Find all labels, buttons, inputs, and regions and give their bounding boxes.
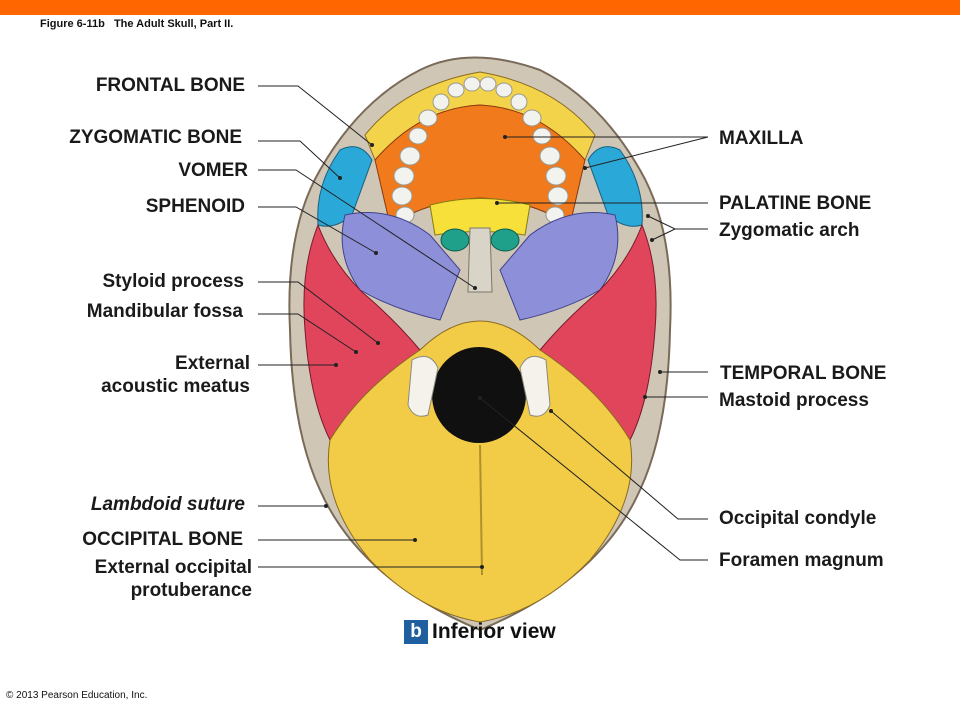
label-zygomatic-arch: Zygomatic arch bbox=[719, 220, 860, 241]
teeth-row bbox=[391, 76, 569, 224]
occipital-condyle-left bbox=[407, 355, 439, 417]
label-sphenoid: SPHENOID bbox=[145, 196, 245, 217]
external-occipital-crest bbox=[479, 444, 483, 576]
copyright-notice: © 2013 Pearson Education, Inc. bbox=[6, 690, 148, 701]
label-mastoid-process: Mastoid process bbox=[719, 390, 869, 411]
label-external-occipital-protuberance: External occipital protuberance bbox=[94, 557, 252, 601]
label-maxilla: MAXILLA bbox=[719, 128, 804, 149]
vomer-region bbox=[467, 227, 493, 293]
view-badge: b bbox=[404, 620, 428, 644]
label-external-acoustic-meatus: External acoustic meatus bbox=[101, 353, 250, 397]
leader-vomer bbox=[258, 169, 476, 289]
foramen-magnum bbox=[432, 347, 526, 443]
leader-sphenoid bbox=[258, 206, 377, 254]
leader-mandibular-fossa bbox=[258, 313, 357, 353]
occipital-condyle-right bbox=[519, 355, 551, 417]
label-occipital-condyle: Occipital condyle bbox=[719, 508, 877, 529]
leader-frontal-bone bbox=[258, 85, 373, 146]
label-mandibular-fossa: Mandibular fossa bbox=[86, 301, 243, 322]
zygomatic-bone-right bbox=[587, 146, 643, 227]
leader-styloid-process bbox=[258, 281, 379, 344]
leader-zygomatic-bone bbox=[258, 140, 341, 179]
view-label: Inferior view bbox=[432, 620, 556, 643]
label-lambdoid-suture: Lambdoid suture bbox=[90, 494, 245, 515]
leader-foramen-magnum bbox=[479, 397, 708, 561]
label-foramen-magnum: Foramen magnum bbox=[719, 550, 884, 571]
choana-right bbox=[490, 228, 520, 252]
sphenoid-left bbox=[341, 212, 461, 321]
label-styloid-process: Styloid process bbox=[102, 271, 245, 292]
view-caption: b Inferior view bbox=[404, 620, 556, 644]
sphenoid-right bbox=[499, 212, 619, 321]
label-occipital-bone: OCCIPITAL BONE bbox=[82, 529, 243, 550]
leader-maxilla-b bbox=[584, 136, 709, 169]
label-temporal-bone: TEMPORAL BONE bbox=[720, 363, 887, 384]
choana-left bbox=[440, 228, 470, 252]
zygomatic-bone-left bbox=[317, 146, 373, 227]
label-palatine-bone: PALATINE BONE bbox=[719, 193, 872, 214]
label-frontal-bone: FRONTAL BONE bbox=[95, 75, 245, 96]
leader-dots bbox=[324, 135, 662, 569]
figure-title: Figure 6-11b The Adult Skull, Part II. bbox=[40, 18, 234, 30]
leader-occipital-condyle bbox=[550, 410, 708, 520]
label-zygomatic-bone: ZYGOMATIC BONE bbox=[69, 127, 242, 148]
leader-zygomatic-arch-b bbox=[651, 228, 676, 241]
leader-lines bbox=[258, 85, 709, 568]
top-accent-bar bbox=[0, 0, 960, 15]
label-vomer: VOMER bbox=[178, 160, 248, 181]
